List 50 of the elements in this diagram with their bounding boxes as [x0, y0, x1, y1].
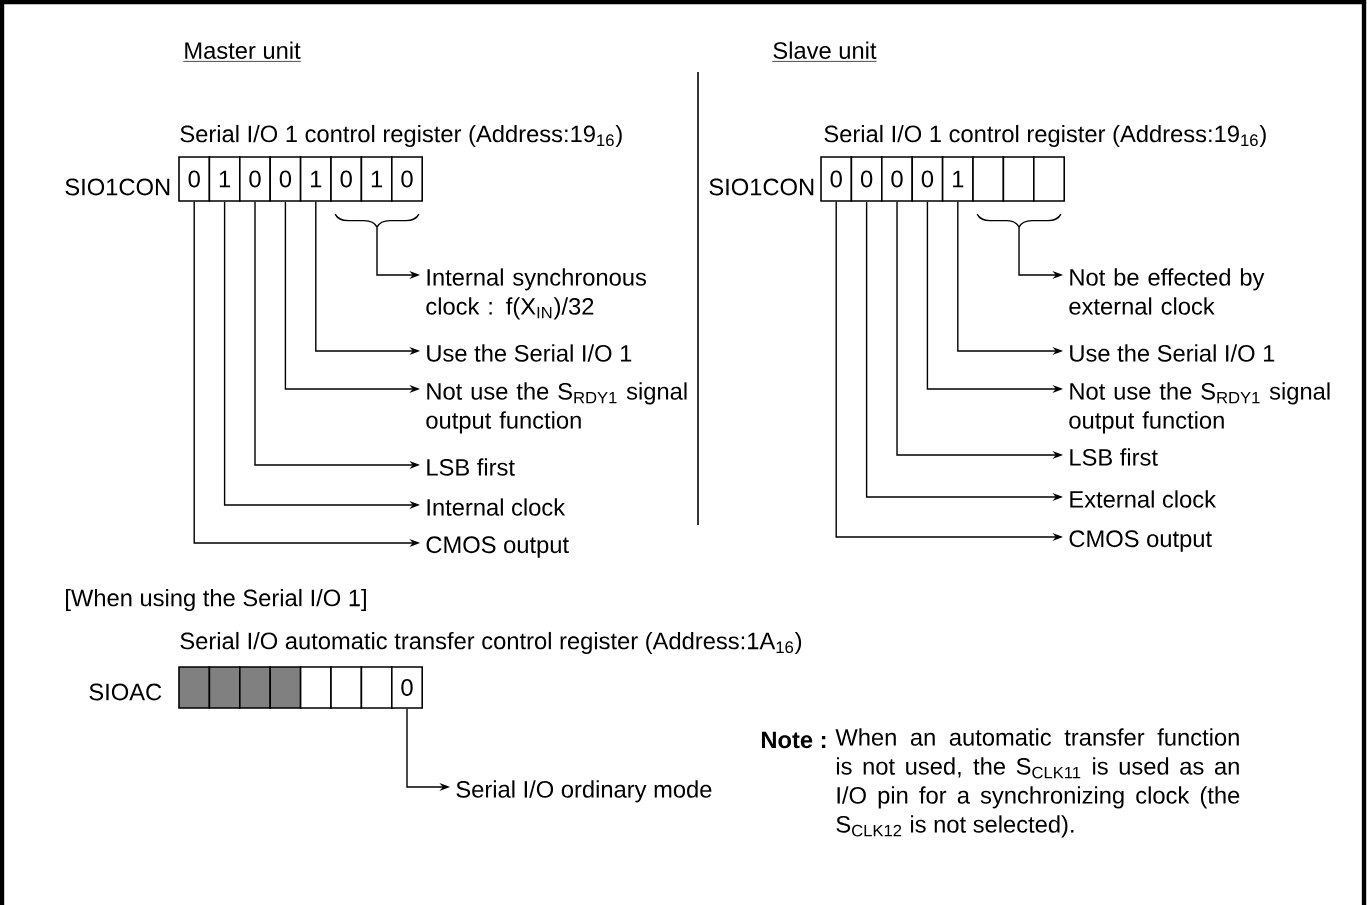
note-label: Note : [761, 731, 826, 749]
bit-description: CMOS output [1069, 530, 1212, 552]
register-cell: 1 [360, 156, 393, 202]
bit-description: Not be effected by external clock [1069, 268, 1265, 315]
register-name: SIO1CON [65, 178, 170, 196]
register-cell: 0 [850, 156, 883, 202]
register-cell [330, 666, 363, 709]
register-cell [1033, 156, 1065, 202]
register-cell: 0 [391, 156, 423, 202]
bit-description: Internal clock [427, 498, 566, 516]
register-cell: 0 [330, 156, 363, 202]
bit-description: Not use the S$_{RDY1}$ signal output function [426, 382, 687, 434]
unit-heading: Master unit [183, 41, 302, 62]
bit-description: Use the Serial I/O 1 [1070, 344, 1275, 362]
register-cell: 0 [239, 156, 271, 202]
register-cell: 1 [299, 156, 332, 202]
register-cell [972, 156, 1005, 202]
register-cell: 1 [208, 156, 241, 202]
unit-heading: Slave unit [772, 41, 877, 62]
register-title: Serial I/O 1 control register (Address:19$_{16}$) [180, 124, 622, 148]
register-cell: 0 [269, 156, 302, 202]
register-name: SIOAC [89, 683, 162, 701]
section-heading: [When using the Serial I/O 1] [66, 588, 366, 612]
register-cell: 0 [911, 156, 944, 202]
note-text: When an automatic transfer function is not used, the S$_{CLK11}$ is used as an I/O pin for a synchronizing clock (the S$_{CLK12}$ is not selected). [835, 728, 1240, 838]
register-cell [269, 666, 302, 709]
register-cell [360, 666, 393, 709]
register-cell: 0 [881, 156, 913, 202]
register-cell [239, 666, 271, 709]
bit-description: Not use the S$_{RDY1}$ signal output function [1069, 382, 1330, 434]
register-title: Serial I/O 1 control register (Address:19$_{16}$) [824, 124, 1266, 148]
register-cell [178, 666, 211, 709]
register-cell [1002, 156, 1035, 202]
register-title: Serial I/O automatic transfer control register (Address:1A$_{16}$) [180, 631, 802, 655]
bit-description: LSB first [1070, 448, 1158, 466]
bit-description: Use the Serial I/O 1 [427, 344, 632, 362]
brace [976, 213, 1062, 228]
bit-description: LSB first [427, 458, 515, 476]
register-cell: 0 [820, 156, 853, 202]
register-cell [208, 666, 241, 709]
register-cell: 0 [178, 156, 211, 202]
register-cell: 1 [941, 156, 974, 202]
bit-description: Serial I/O ordinary mode [456, 780, 712, 803]
register-name: SIO1CON [709, 178, 814, 196]
bit-description: CMOS output [426, 536, 569, 558]
bit-description: Internal synchronous clock : f(X$_{IN}$)/32 [426, 268, 646, 320]
register-cell [299, 666, 332, 709]
register-cell: 0 [391, 666, 423, 709]
bit-description: External clock [1070, 490, 1217, 508]
brace [334, 213, 420, 228]
